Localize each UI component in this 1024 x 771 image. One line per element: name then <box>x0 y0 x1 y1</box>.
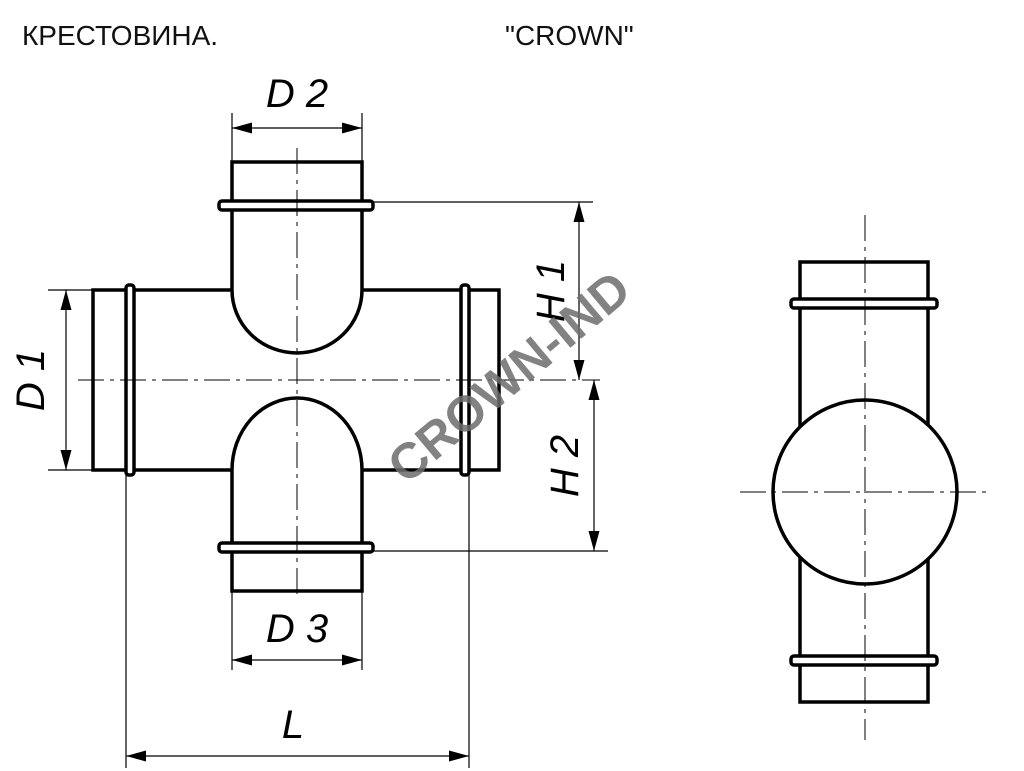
brand-title: "CROWN" <box>505 20 634 51</box>
dimension-l-label: L <box>282 703 304 747</box>
dimension-d3-label: D 3 <box>266 607 328 651</box>
front-view: D 1 D 2 H 1 H 2 D 3 L <box>9 72 608 768</box>
top-flange-ring <box>217 199 375 212</box>
dimension-h2-label: H 2 <box>543 435 587 497</box>
drawing-title: КРЕСТОВИНА. <box>22 20 219 51</box>
dimension-h1-label: H 1 <box>529 260 573 322</box>
bottom-flange-ring <box>217 541 375 554</box>
side-bottom-flange-ring <box>789 654 939 667</box>
side-top-flange-ring <box>789 297 939 310</box>
dimension-d1-label: D 1 <box>9 349 53 411</box>
side-view <box>740 215 990 740</box>
dimension-d2-label: D 2 <box>266 72 328 116</box>
